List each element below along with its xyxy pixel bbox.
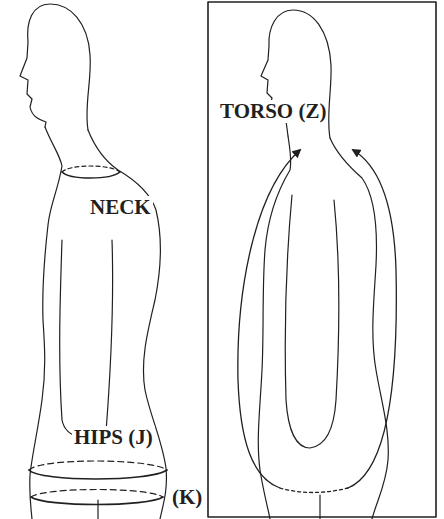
measure-label: (K) — [170, 486, 204, 509]
neck-ring-back — [62, 166, 120, 172]
thigh-ring-back — [31, 490, 163, 498]
torso-loop-back — [348, 150, 396, 488]
hips-ring-front — [29, 470, 167, 479]
left-leg-split — [97, 500, 98, 519]
left-front-line — [30, 127, 62, 519]
right-arm — [285, 195, 339, 448]
measure-label: NECK — [88, 196, 153, 219]
left-arm — [60, 240, 113, 438]
right-front-line — [258, 136, 291, 519]
torso-loop-bottom — [280, 488, 348, 493]
neck-ring-front — [62, 172, 120, 178]
right-leg-split — [319, 495, 320, 519]
hips-ring-back — [29, 461, 167, 470]
thigh-ring-front — [31, 497, 163, 505]
measure-label: TORSO (Z) — [218, 100, 328, 123]
left-head-profile — [20, 4, 90, 130]
torso-panel-frame — [208, 2, 436, 517]
torso-loop-front — [238, 150, 300, 488]
measure-label: HIPS (J) — [72, 426, 155, 449]
